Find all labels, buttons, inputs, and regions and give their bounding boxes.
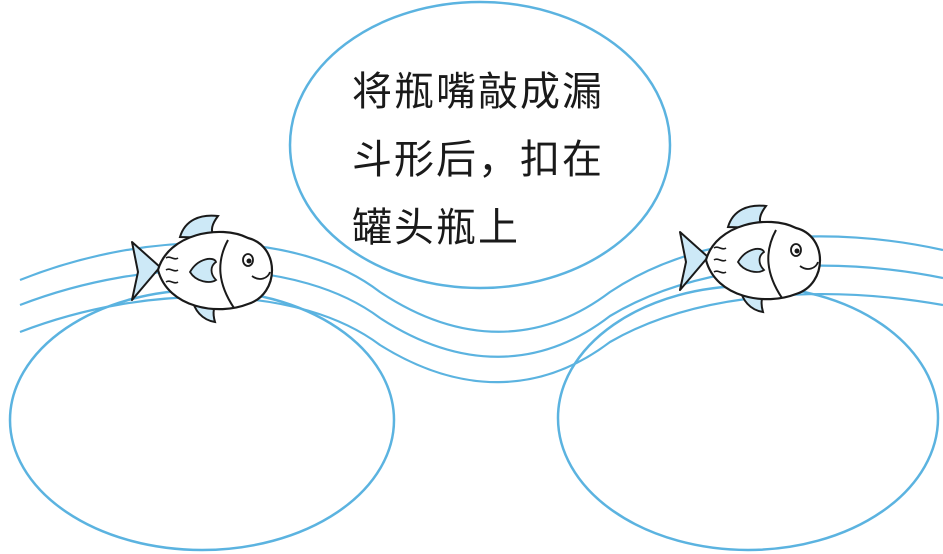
bubble-text-line: 罐头瓶上: [352, 205, 520, 251]
top-bubble: [288, 0, 672, 290]
top-bubble-text: 将瓶嘴敲成漏 斗形后，扣在 罐头瓶上: [352, 58, 642, 262]
fish-icon: [131, 214, 273, 324]
left-bubble: [8, 288, 396, 552]
bubble-text-line: 将瓶嘴敲成漏: [352, 69, 604, 115]
fish-icon: [679, 204, 821, 314]
right-bubble: [556, 284, 940, 552]
bubble-text-line: 斗形后，扣在: [352, 137, 604, 183]
wave-line: [19, 293, 943, 384]
